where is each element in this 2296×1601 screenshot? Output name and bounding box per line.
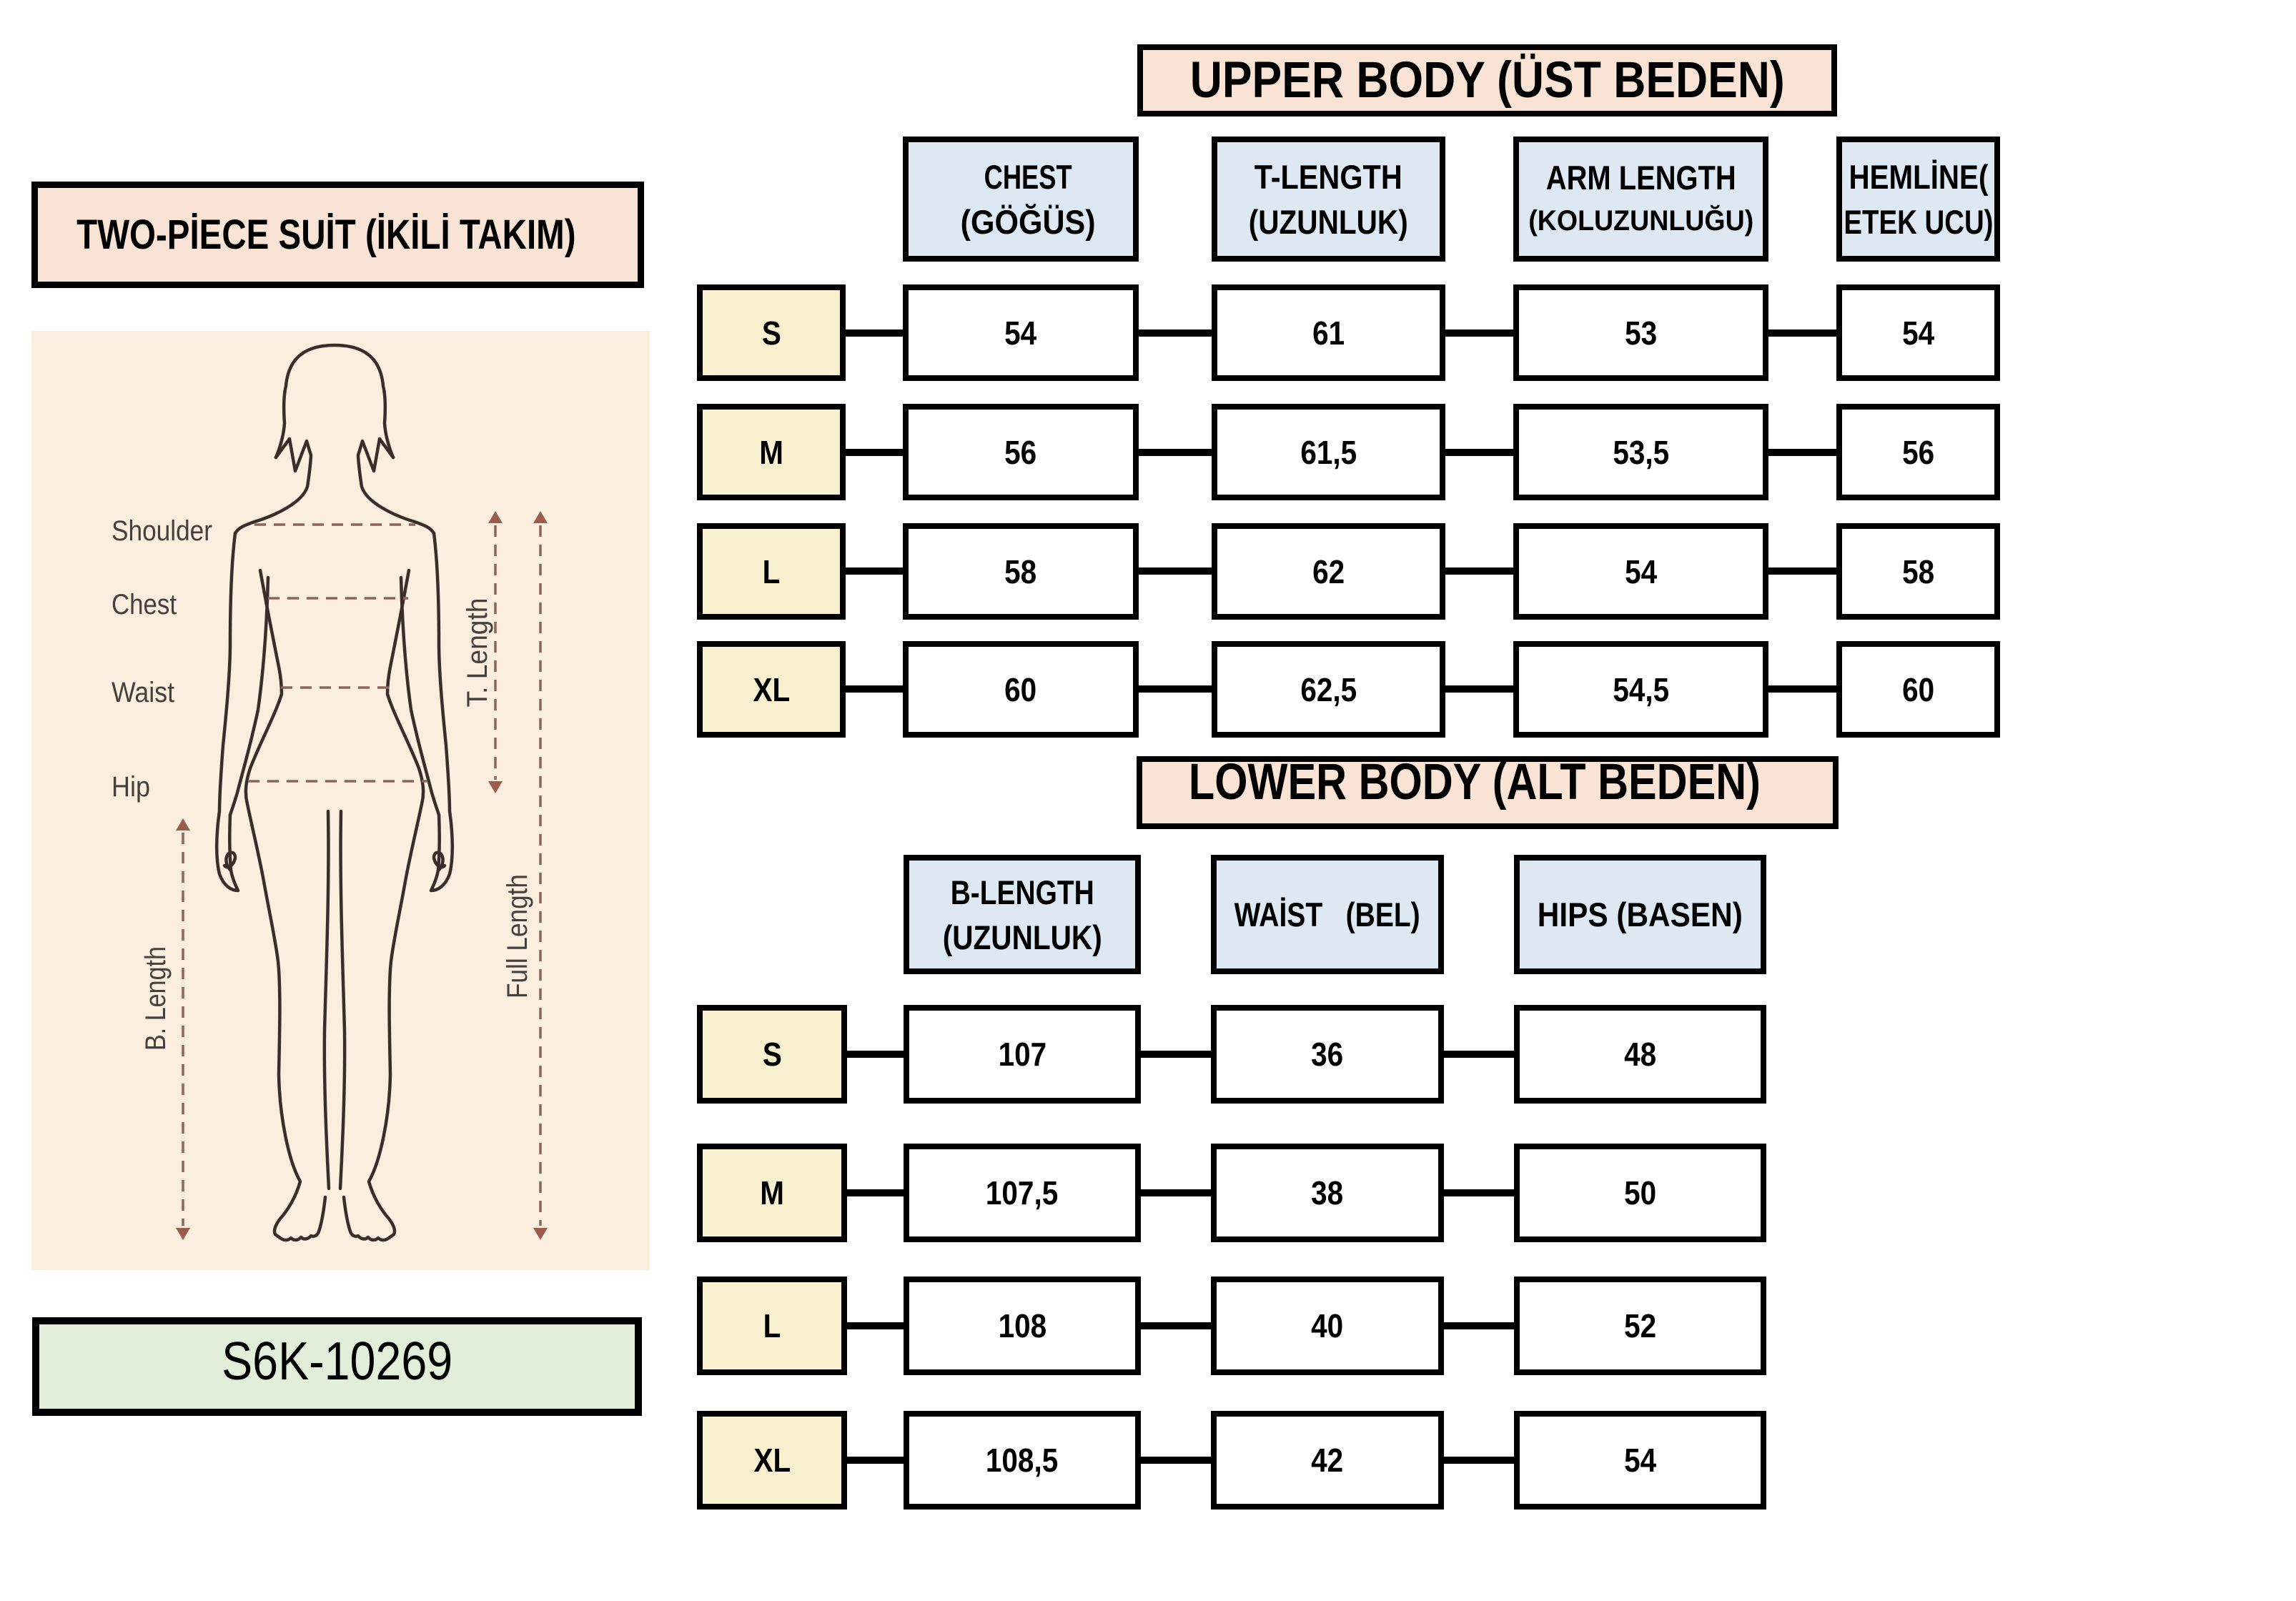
svg-text:Full Length: Full Length: [502, 874, 533, 998]
svg-text:Shoulder: Shoulder: [112, 515, 212, 547]
svg-text:B. Length: B. Length: [140, 946, 172, 1051]
svg-text:Waist: Waist: [112, 677, 174, 708]
svg-text:T. Length: T. Length: [462, 598, 493, 708]
svg-text:Hip: Hip: [112, 771, 150, 803]
svg-text:Chest: Chest: [112, 589, 177, 620]
